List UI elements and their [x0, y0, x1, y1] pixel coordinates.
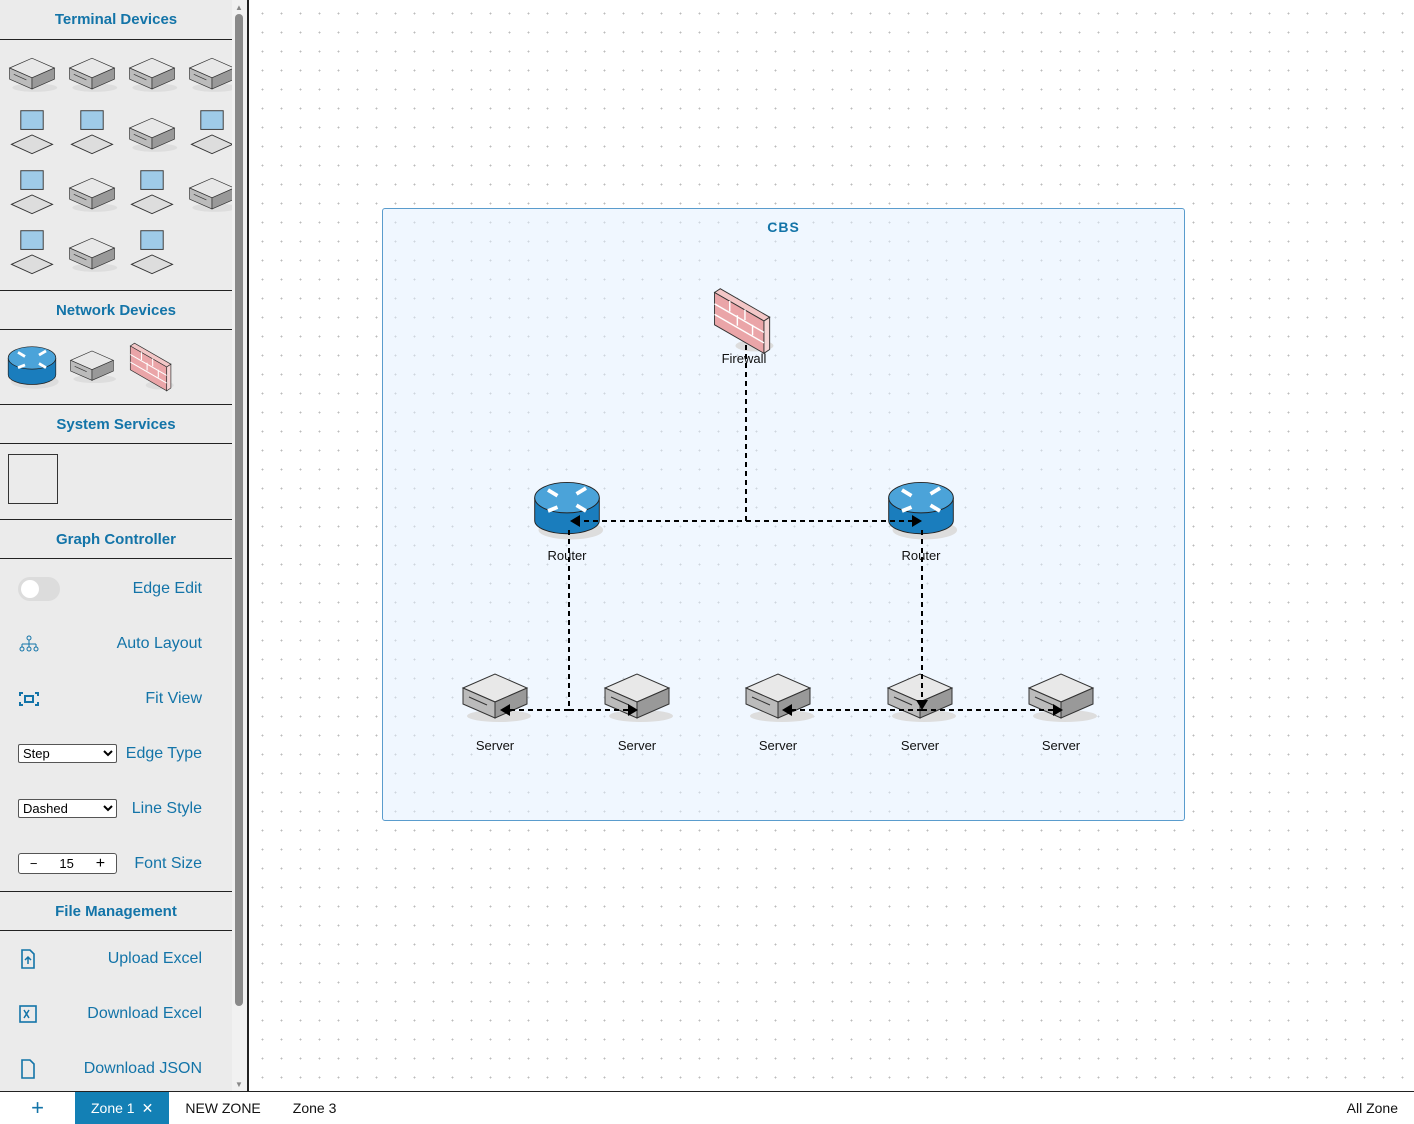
router-icon [883, 476, 959, 544]
node-label: Server [475, 738, 515, 753]
tab-label: Zone 1 [91, 1100, 135, 1116]
node-router[interactable]: Router [522, 476, 612, 563]
section-system-services: System Services [0, 404, 232, 444]
line-style-label: Line Style [131, 799, 202, 817]
palette-storage-server-icon[interactable] [64, 46, 120, 104]
node-server[interactable]: Server [1016, 668, 1106, 753]
node-label: Server [900, 738, 940, 753]
tab-zone-1[interactable]: Zone 1 ✕ [75, 1092, 170, 1124]
json-file-icon [18, 1059, 38, 1079]
router-icon [529, 476, 605, 544]
palette-service-box[interactable] [8, 454, 58, 504]
palette-camera-icon[interactable] [4, 226, 60, 284]
palette-phone-icon[interactable] [4, 166, 60, 224]
edge-edit-label: Edge Edit [132, 579, 202, 597]
edge-type-label: Edge Type [125, 744, 202, 762]
node-server[interactable]: Server [450, 668, 540, 753]
line-style-row: Dashed Line Style [0, 781, 232, 836]
auto-layout-label: Auto Layout [116, 634, 202, 652]
hierarchy-icon [19, 635, 39, 651]
fit-view-label: Fit View [145, 689, 202, 707]
palette-pc-icon[interactable] [4, 106, 60, 164]
sidebar: Terminal Devices Network Devices System … [0, 0, 232, 1091]
firewall-icon [707, 283, 781, 359]
server-icon [597, 668, 677, 728]
palette-mail-server-icon[interactable] [184, 46, 232, 104]
auto-layout-button[interactable]: Auto Layout [0, 616, 232, 671]
server-icon [1021, 668, 1101, 728]
download-excel-button[interactable]: Download Excel [0, 986, 232, 1041]
server-icon [738, 668, 818, 728]
palette-fax-icon[interactable] [64, 166, 120, 224]
sidebar-divider[interactable] [247, 0, 249, 1091]
download-excel-label: Download Excel [87, 1004, 202, 1022]
zone-title: CBS [767, 219, 800, 235]
scroll-up-icon[interactable]: ▲ [235, 3, 243, 12]
palette-app-server-icon[interactable] [124, 46, 180, 104]
font-size-increment[interactable]: + [95, 854, 106, 872]
font-size-row: − 15 + Font Size [0, 836, 232, 891]
node-label: Firewall [721, 351, 767, 366]
server-icon [880, 668, 960, 728]
file-upload-icon [18, 949, 38, 969]
section-terminal-devices: Terminal Devices [0, 0, 232, 40]
node-label: Server [1041, 738, 1081, 753]
palette-switch-icon[interactable] [64, 338, 120, 396]
upload-excel-button[interactable]: Upload Excel [0, 931, 232, 986]
font-size-stepper[interactable]: − 15 + [18, 853, 117, 874]
scroll-down-icon[interactable]: ▼ [235, 1080, 243, 1089]
palette-wireless-router-icon[interactable] [64, 226, 120, 284]
system-services-palette [0, 444, 232, 519]
download-json-button[interactable]: Download JSON [0, 1041, 232, 1091]
node-label: Router [547, 548, 587, 563]
node-server[interactable]: Server [875, 668, 965, 753]
palette-laptop-icon[interactable] [64, 106, 120, 164]
tab-zone-3[interactable]: Zone 3 [277, 1092, 353, 1124]
tab-new-zone[interactable]: NEW ZONE [169, 1092, 276, 1124]
tab-label: Zone 3 [292, 1100, 337, 1116]
node-firewall[interactable]: Firewall [699, 283, 789, 366]
node-router[interactable]: Router [876, 476, 966, 563]
edge-edit-toggle[interactable] [18, 576, 60, 601]
upload-excel-label: Upload Excel [107, 949, 202, 967]
palette-scanner-icon[interactable] [184, 106, 232, 164]
fit-view-button[interactable]: Fit View [0, 671, 232, 726]
palette-monitor-icon[interactable] [124, 166, 180, 224]
tab-label: All Zone [1346, 1100, 1398, 1116]
palette-tower-server-icon[interactable] [184, 166, 232, 224]
line-style-select[interactable]: Dashed [18, 799, 117, 818]
zone-tab-bar: + Zone 1 ✕ NEW ZONE Zone 3 All Zone [0, 1091, 1414, 1124]
font-size-decrement[interactable]: − [29, 856, 38, 871]
server-icon [455, 668, 535, 728]
palette-firewall-icon[interactable] [124, 338, 180, 396]
node-label: Server [758, 738, 798, 753]
fit-view-icon [19, 691, 39, 706]
sidebar-scrollbar-thumb[interactable] [235, 14, 243, 1006]
node-label: Server [617, 738, 657, 753]
palette-satellite-icon[interactable] [124, 226, 180, 284]
font-size-value[interactable]: 15 [59, 856, 74, 871]
add-zone-button[interactable]: + [31, 1095, 44, 1120]
section-graph-controller: Graph Controller [0, 519, 232, 559]
palette-server-icon[interactable] [4, 46, 60, 104]
download-json-label: Download JSON [83, 1059, 202, 1077]
network-devices-palette [0, 330, 232, 404]
edge-type-row: Step Edge Type [0, 726, 232, 781]
section-file-management: File Management [0, 891, 232, 931]
node-server[interactable]: Server [592, 668, 682, 753]
section-network-devices: Network Devices [0, 290, 232, 330]
edge-edit-row: Edge Edit [0, 561, 232, 616]
excel-file-icon [19, 1004, 37, 1023]
node-label: Router [901, 548, 941, 563]
node-server[interactable]: Server [733, 668, 823, 753]
close-icon[interactable]: ✕ [141, 1099, 154, 1116]
tab-all-zone[interactable]: All Zone [1331, 1092, 1414, 1124]
tab-label: NEW ZONE [185, 1100, 261, 1116]
edge-type-select[interactable]: Step [18, 744, 117, 763]
palette-router-icon[interactable] [4, 338, 60, 396]
font-size-label: Font Size [134, 854, 202, 872]
palette-printer-icon[interactable] [124, 106, 180, 164]
terminal-devices-palette [0, 40, 232, 290]
